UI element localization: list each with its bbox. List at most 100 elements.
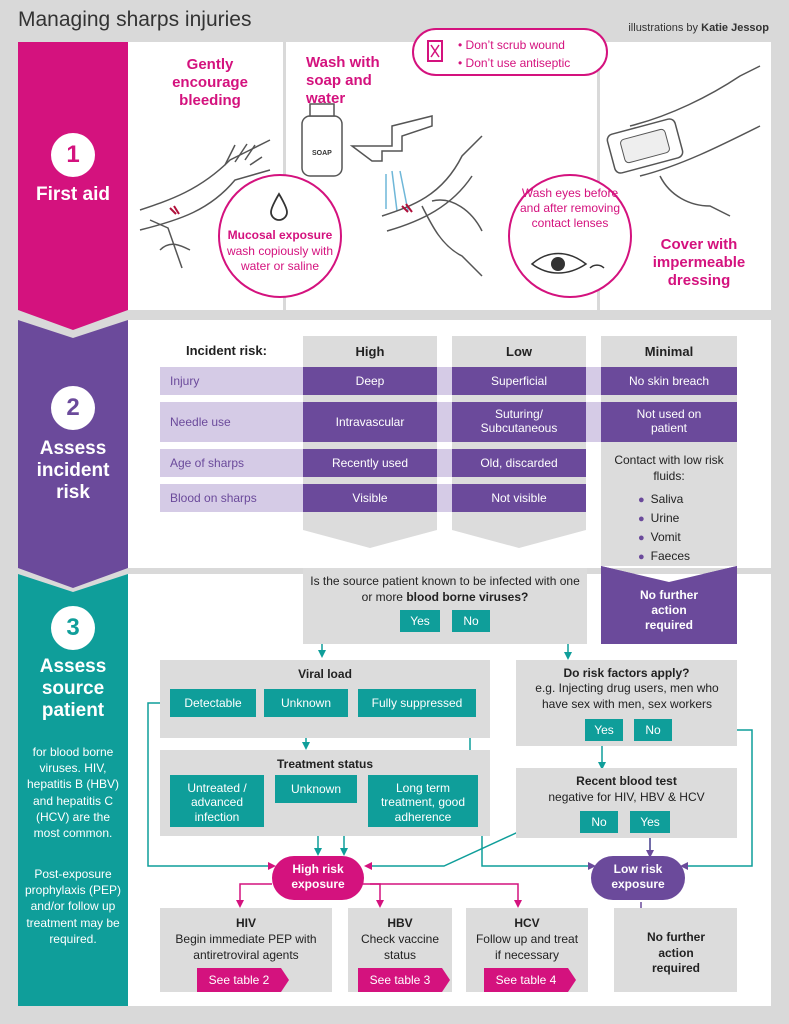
eye-wash-circle xyxy=(508,174,632,298)
risk-factors-box xyxy=(516,660,737,746)
blood-test-no-button[interactable]: No xyxy=(580,811,618,833)
step1-number: 1 xyxy=(51,133,95,177)
risk-factors-title: Do risk factors apply? xyxy=(563,666,690,680)
donts-box xyxy=(412,28,608,76)
mucosal-exposure-title: Mucosal exposure xyxy=(227,228,333,242)
question-text: Is the source patient known to be infect… xyxy=(310,574,580,605)
credit-prefix: illustrations by xyxy=(628,22,699,34)
hcv-title: HCV xyxy=(514,916,540,930)
vl-fully-suppressed-button[interactable]: Fully suppressed xyxy=(358,689,476,717)
cell-injury-high: Deep xyxy=(303,367,437,395)
cell-needle-high: Intravascular xyxy=(303,402,437,442)
low-risk-exposure-pill: Low risk exposure xyxy=(591,856,685,900)
cell-injury-minimal: No skin breach xyxy=(601,367,737,395)
col-high: High xyxy=(355,344,385,359)
cell-age-low: Old, discarded xyxy=(452,449,586,477)
cell-injury-low: Superficial xyxy=(452,367,586,395)
row-label-blood-on-sharps: Blood on sharps xyxy=(170,491,257,505)
hbv-see-table-link[interactable]: See table 3 xyxy=(369,973,431,987)
illustration-credit: illustrations by Katie Jessop xyxy=(628,22,769,34)
risk-factors-yes-button[interactable]: Yes xyxy=(585,719,623,741)
hcv-table-tag xyxy=(484,968,576,992)
dont-item-scrub: • Don’t scrub wound xyxy=(458,38,565,52)
step2-no-further-action-overlay: No further action required xyxy=(640,588,698,632)
drop-icon: ● xyxy=(638,532,645,544)
blood-test-yes-button[interactable]: Yes xyxy=(630,811,670,833)
fluid-faeces: ●Faeces xyxy=(638,549,691,563)
blood-test-box xyxy=(516,768,737,838)
row-label-age-of-sharps: Age of sharps xyxy=(170,456,245,470)
cell-age-high: Recently used xyxy=(303,449,437,477)
eye-icon xyxy=(530,252,605,274)
high-risk-exposure-pill: High risk exposure xyxy=(272,856,364,900)
step1-arrow xyxy=(18,42,128,330)
fluids-list: ●Saliva ●Urine ●Vomit ●Faeces xyxy=(638,490,690,566)
vl-unknown-button[interactable]: Unknown xyxy=(264,689,348,717)
row-label-injury: Injury xyxy=(170,374,200,388)
step3-no-further-box xyxy=(614,908,737,992)
hbv-table-tag xyxy=(358,968,450,992)
step1-label: First aid xyxy=(36,184,110,205)
hbv-title: HBV xyxy=(387,916,413,930)
hand-bleeding-illustration xyxy=(139,139,271,269)
fluid-vomit: ●Vomit xyxy=(638,530,681,544)
donts-list: • Don’t scrub wound • Don’t use antisept… xyxy=(458,36,570,72)
hiv-see-table-link[interactable]: See table 2 xyxy=(208,973,270,987)
question-box xyxy=(303,568,587,644)
vl-detectable-button[interactable]: Detectable xyxy=(170,689,256,717)
hiv-title: HIV xyxy=(235,916,256,930)
fluid-urine: ●Urine xyxy=(638,511,680,525)
water-drop-icon xyxy=(270,192,288,221)
cell-blood-low: Not visible xyxy=(452,484,586,512)
question-yes-button[interactable]: Yes xyxy=(400,610,440,632)
hcv-see-table-link[interactable]: See table 4 xyxy=(495,973,557,987)
hiv-text: Begin immediate PEP with antiretroviral … xyxy=(175,932,317,962)
eye-wash-text: Wash eyes before and after removing cont… xyxy=(519,186,621,230)
mucosal-exposure-instructions: wash copiously with water or saline xyxy=(226,243,334,274)
blood-test-title: Recent blood test xyxy=(576,774,677,788)
blood-test-text: negative for HIV, HBV & HCV xyxy=(548,790,705,804)
ts-untreated-button[interactable]: Untreated / advanced infection xyxy=(170,775,264,827)
drop-icon: ● xyxy=(638,513,645,525)
encourage-bleeding-title: Gently encourage bleeding xyxy=(172,56,248,109)
cover-dressing-title: Cover with impermeable dressing xyxy=(652,236,746,289)
low-risk-fluids-title: Contact with low risk fluids: xyxy=(614,453,724,483)
cell-blood-high: Visible xyxy=(303,484,437,512)
risk-factors-no-button[interactable]: No xyxy=(634,719,672,741)
no-scrub-icon xyxy=(427,40,443,62)
risk-factors-text: e.g. Injecting drug users, men who have … xyxy=(535,681,719,711)
hcv-text: Follow up and treat if necessary xyxy=(475,932,579,962)
handwashing-illustration xyxy=(301,103,483,277)
step3-number: 3 xyxy=(51,606,95,650)
step3-pep-note: Post-exposure prophylaxis (PEP) and/or f… xyxy=(24,867,122,946)
drop-icon: ● xyxy=(638,551,645,563)
step3-minimal-box xyxy=(601,566,737,644)
step3-no-further-action: No further action required xyxy=(647,930,705,976)
row-label-needle-use: Needle use xyxy=(170,415,231,429)
dressing-illustration xyxy=(606,65,761,217)
step3-label: Assess source patient xyxy=(39,656,107,721)
cell-needle-minimal: Not used on patient xyxy=(601,402,737,442)
step1-divider-2 xyxy=(597,42,600,310)
ts-unknown-button[interactable]: Unknown xyxy=(275,775,357,803)
credit-name: Katie Jessop xyxy=(701,22,769,34)
cross-icon xyxy=(430,44,440,58)
cell-needle-low: Suturing/ Subcutaneous xyxy=(452,402,586,442)
col-minimal: Minimal xyxy=(644,344,694,359)
fluid-saliva: ●Saliva xyxy=(638,492,684,506)
wash-title: Wash with soap and water xyxy=(306,54,380,107)
ts-long-term-button[interactable]: Long term treatment, good adherence xyxy=(368,775,478,827)
col-low: Low xyxy=(506,344,532,359)
step2-label: Assess incident risk xyxy=(36,438,110,503)
step3-arrow xyxy=(18,574,128,1006)
treatment-status-title: Treatment status xyxy=(276,757,374,771)
page-title: Managing sharps injuries xyxy=(18,8,252,31)
dont-item-antiseptic: • Don’t use antiseptic xyxy=(458,56,571,70)
hbv-text: Check vaccine status xyxy=(360,932,440,962)
incident-risk-header: Incident risk: xyxy=(186,343,267,358)
drop-icon: ● xyxy=(638,494,645,506)
step2-arrow xyxy=(18,320,128,588)
mucosal-exposure-text: Mucosal exposure wash copiously with wat… xyxy=(222,228,338,275)
question-no-button[interactable]: No xyxy=(452,610,490,632)
step2-number: 2 xyxy=(51,386,95,430)
